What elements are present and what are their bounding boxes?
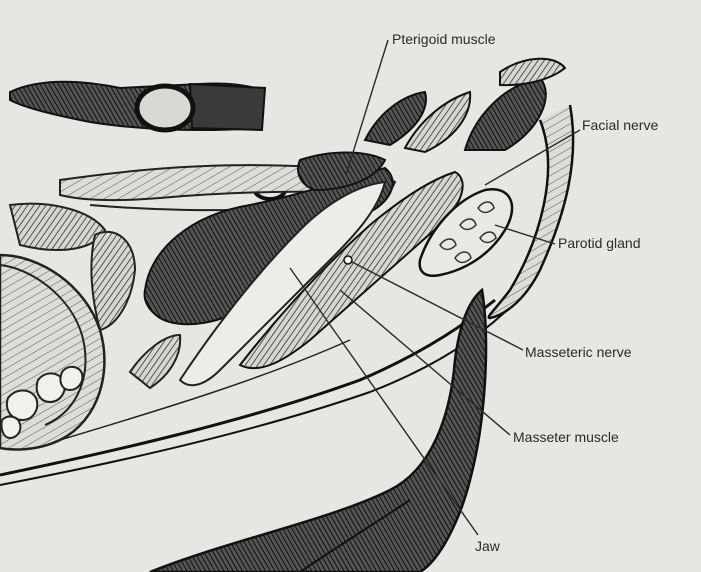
masseteric-nerve-dot: [344, 256, 352, 264]
label-facial-nerve: Facial nerve: [582, 118, 658, 132]
label-pterigoid-muscle: Pterigoid muscle: [392, 32, 496, 46]
label-parotid-gland: Parotid gland: [558, 236, 641, 250]
label-masseteric-nerve: Masseteric nerve: [525, 345, 632, 359]
label-masseter-muscle: Masseter muscle: [513, 430, 619, 444]
vessel-ring: [137, 86, 193, 130]
label-jaw: Jaw: [475, 539, 500, 553]
